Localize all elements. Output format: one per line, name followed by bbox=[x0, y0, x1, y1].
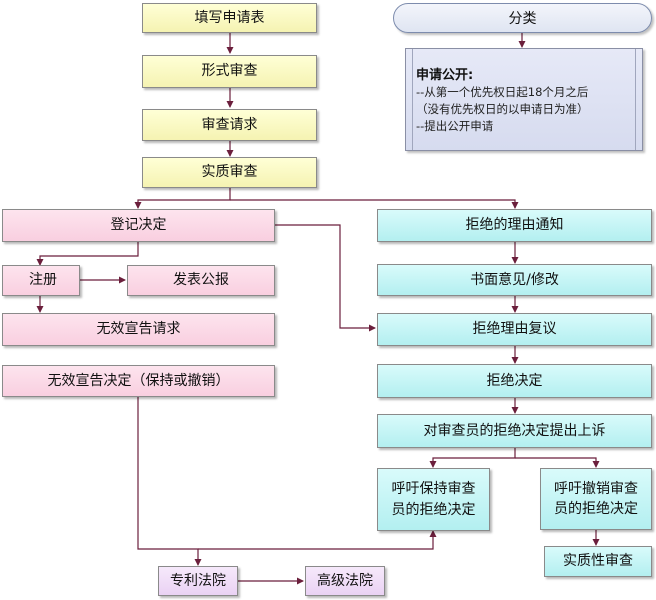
arrow-grant-to-review bbox=[275, 224, 376, 332]
invalidation-decision-label: 无效宣告决定（保持或撤销） bbox=[47, 372, 230, 389]
re-substantive-exam-box: 实质性审查 bbox=[544, 546, 652, 577]
appeal-keep-rejection-box: 呼吁保持审查 员的拒绝决定 bbox=[377, 468, 490, 531]
registration-box: 注册 bbox=[2, 265, 80, 296]
appeal-revoke-rejection-label: 呼吁撤销审查 员的拒绝决定 bbox=[554, 479, 638, 520]
arrow-court-junction-to-keep bbox=[198, 530, 437, 550]
invalidation-decision-box: 无效宣告决定（保持或撤销） bbox=[2, 365, 275, 397]
examination-request-box: 审查请求 bbox=[142, 109, 317, 141]
appeal-revoke-rejection-line-1: 呼吁撤销审查 bbox=[554, 480, 638, 497]
written-opinion-box: 书面意见/修改 bbox=[377, 264, 652, 296]
re-substantive-exam-label: 实质性审查 bbox=[563, 553, 633, 570]
appeal-revoke-rejection-box: 呼吁撤销审查 员的拒绝决定 bbox=[540, 468, 652, 530]
high-court-label: 高级法院 bbox=[317, 572, 373, 589]
publication-note-line-1: --从第一个优先权日起18个月之后 bbox=[416, 85, 589, 99]
substantive-examination-box: 实质审查 bbox=[142, 157, 317, 188]
arrow-grant-to-register bbox=[36, 242, 139, 266]
written-opinion-label: 书面意见/修改 bbox=[470, 271, 559, 288]
classification-terminal: 分类 bbox=[393, 3, 652, 33]
rejection-review-label: 拒绝理由复议 bbox=[472, 321, 557, 338]
appeal-keep-rejection-line-1: 呼吁保持审查 bbox=[391, 481, 476, 498]
high-court-box: 高级法院 bbox=[305, 566, 385, 596]
arrow-invalid-decision-to-court bbox=[137, 397, 202, 566]
appeal-keep-rejection-label: 呼吁保持审查 员的拒绝决定 bbox=[392, 479, 476, 520]
arrow-appeal-split-right bbox=[515, 457, 600, 468]
appeal-label: 对审查员的拒绝决定提出上诉 bbox=[423, 422, 606, 439]
formal-examination-label: 形式审查 bbox=[201, 63, 258, 80]
rejection-decision-box: 拒绝决定 bbox=[377, 364, 652, 398]
publication-note-title: 申请公开: bbox=[416, 68, 474, 83]
arrow-appeal-split-left bbox=[429, 448, 516, 468]
appeal-revoke-rejection-line-2: 员的拒绝决定 bbox=[554, 501, 638, 517]
publish-gazette-box: 发表公报 bbox=[127, 265, 275, 296]
rejection-notice-label: 拒绝的理由通知 bbox=[465, 217, 564, 234]
arrow-substantive-split-left bbox=[134, 188, 231, 209]
grant-decision-label: 登记决定 bbox=[110, 217, 167, 234]
publish-gazette-label: 发表公报 bbox=[173, 272, 229, 289]
examination-request-label: 审查请求 bbox=[201, 116, 258, 133]
invalidation-request-box: 无效宣告请求 bbox=[2, 313, 275, 346]
grant-decision-box: 登记决定 bbox=[2, 209, 275, 242]
publication-note: 申请公开: --从第一个优先权日起18个月之后 （没有优先权日的以申请日为准） … bbox=[405, 48, 643, 151]
rejection-notice-box: 拒绝的理由通知 bbox=[377, 209, 652, 242]
fill-application-form-box: 填写申请表 bbox=[142, 3, 317, 33]
fill-application-form-label: 填写申请表 bbox=[194, 9, 265, 26]
patent-court-label: 专利法院 bbox=[170, 572, 226, 589]
rejection-decision-label: 拒绝决定 bbox=[486, 372, 543, 389]
invalidation-request-label: 无效宣告请求 bbox=[96, 321, 181, 338]
registration-label: 注册 bbox=[29, 272, 57, 289]
arrow-substantive-split-right bbox=[230, 199, 519, 209]
appeal-box: 对审查员的拒绝决定提出上诉 bbox=[377, 414, 652, 448]
patent-court-box: 专利法院 bbox=[158, 566, 238, 596]
appeal-keep-rejection-line-2: 员的拒绝决定 bbox=[391, 501, 476, 518]
publication-note-line-3: --提出公开申请 bbox=[416, 119, 494, 133]
formal-examination-box: 形式审查 bbox=[142, 55, 317, 88]
publication-note-line-2: （没有优先权日的以申请日为准） bbox=[416, 102, 589, 116]
substantive-examination-label: 实质审查 bbox=[201, 164, 258, 181]
classification-label: 分类 bbox=[508, 11, 537, 27]
rejection-review-box: 拒绝理由复议 bbox=[377, 313, 652, 346]
